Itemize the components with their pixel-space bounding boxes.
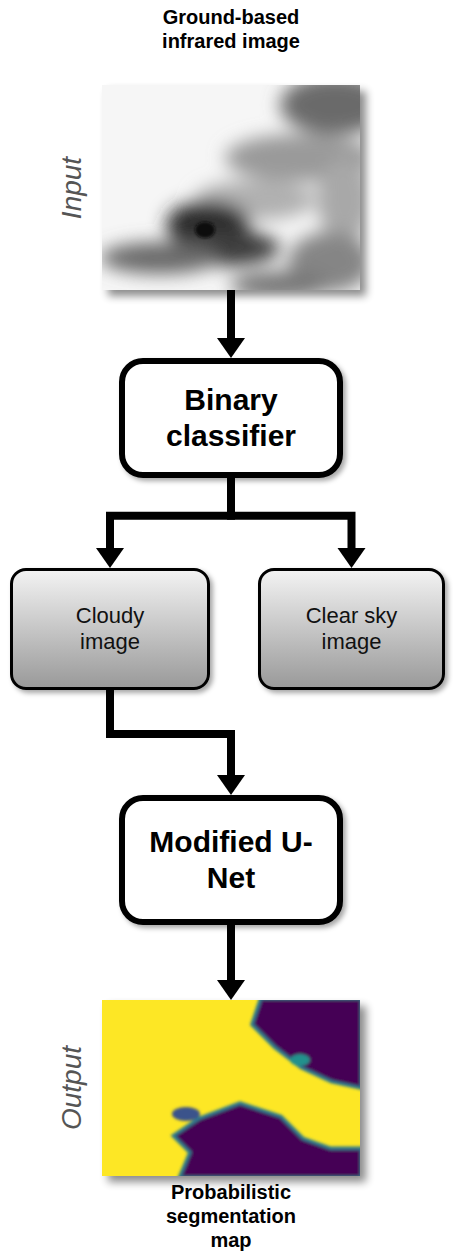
flow-arrow: [217, 290, 245, 358]
flow-arrow: [96, 478, 231, 568]
connector-line: [110, 690, 231, 775]
image-title: Ground-based infrared image: [146, 5, 316, 53]
process-box: Binary classifier: [119, 358, 343, 478]
flow-arrow: [110, 690, 245, 795]
connector-line: [227, 290, 235, 338]
result-box: Cloudy image: [10, 568, 210, 690]
result-box: Clear sky image: [258, 568, 445, 690]
box-label: Clear sky image: [292, 603, 412, 655]
flow-arrow: [217, 925, 245, 1000]
flow-arrow: [231, 478, 366, 568]
connector-line: [227, 925, 235, 980]
side-label: Input: [56, 156, 88, 218]
arrow-head: [338, 548, 366, 568]
output-image-frame: OutputProbabilistic segmentation map: [102, 1000, 360, 1176]
box-label: Binary classifier: [141, 382, 321, 454]
connector-line: [231, 478, 352, 548]
arrow-head: [217, 775, 245, 795]
arrow-head: [217, 980, 245, 1000]
box-label: Modified U-Net: [141, 824, 321, 896]
process-box: Modified U-Net: [119, 795, 343, 925]
arrow-head: [217, 338, 245, 358]
output-segmentation-map: [102, 1000, 366, 1182]
image-title: Probabilistic segmentation map: [146, 1180, 316, 1252]
input-image: [100, 75, 390, 299]
input-image-frame: Ground-based infrared imageInput: [102, 85, 360, 290]
connector-line: [110, 478, 231, 548]
box-label: Cloudy image: [50, 603, 170, 655]
side-label: Output: [56, 1046, 88, 1130]
arrow-head: [96, 548, 124, 568]
